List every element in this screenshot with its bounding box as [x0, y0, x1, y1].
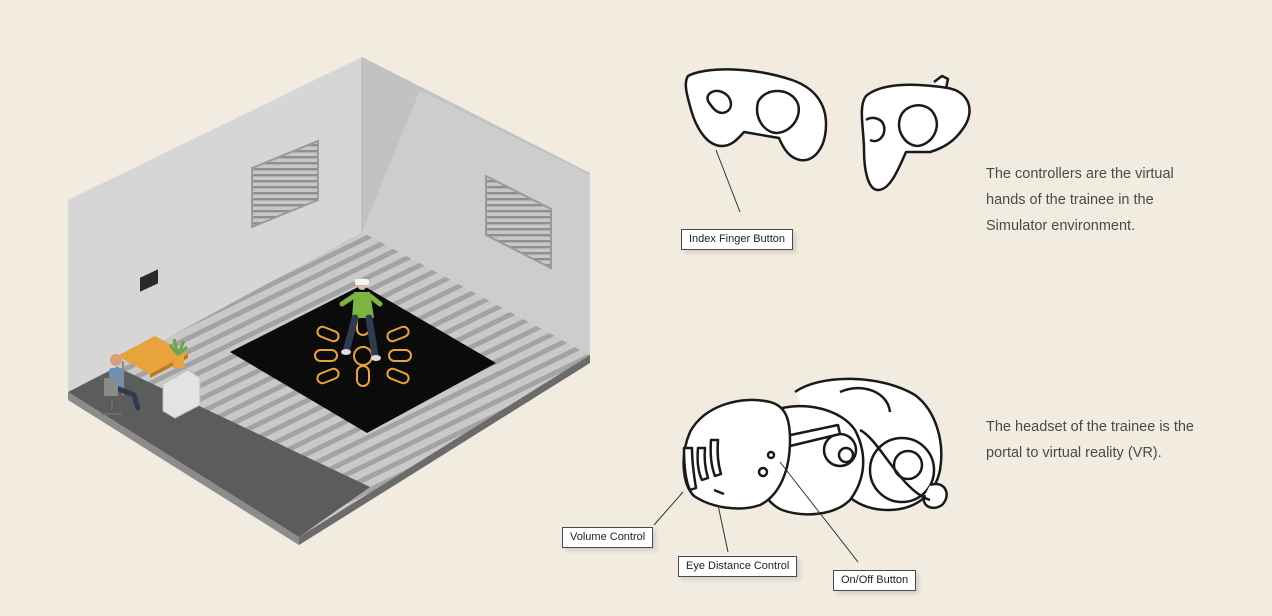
- trainee-figure: [339, 278, 383, 361]
- left-controller: [684, 68, 828, 162]
- play-area: [230, 278, 496, 433]
- window-right: [485, 174, 552, 270]
- index-finger-button-label: Index Finger Button: [681, 229, 794, 250]
- controllers-illustration: [684, 68, 971, 192]
- floor-front-edge-right: [299, 355, 590, 545]
- right-wall: [362, 57, 590, 355]
- controllers-description-line: Simulator environment.: [986, 218, 1136, 234]
- eye-distance-control-label: Eye Distance Control: [678, 556, 798, 577]
- right-controller: [860, 74, 971, 192]
- operator-figure: [102, 354, 141, 415]
- floor-dark-strip: [68, 367, 370, 537]
- isometric-room: [68, 57, 590, 545]
- controllers-description-line: hands of the trainee in the: [986, 192, 1154, 208]
- operator-desk: [102, 269, 201, 419]
- back-wall: [68, 57, 362, 392]
- volume-leader: [653, 491, 684, 526]
- glass-wall: [362, 90, 590, 355]
- controllers-description: The controllers are the virtual hands of…: [986, 161, 1174, 239]
- volume-control-label: Volume Control: [562, 527, 654, 548]
- headset-description: The headset of the trainee is the portal…: [986, 414, 1194, 466]
- headset-illustration: [682, 377, 948, 516]
- floor-front-edge-left: [68, 392, 299, 545]
- index-finger-leader: [715, 149, 741, 213]
- on-off-button-label: On/Off Button: [833, 570, 917, 591]
- eye-distance-leader: [717, 504, 729, 553]
- window-left: [251, 139, 319, 229]
- controllers-description-line: The controllers are the virtual: [986, 166, 1174, 182]
- headset-description-line: portal to virtual reality (VR).: [986, 445, 1162, 461]
- on-off-leader: [779, 461, 859, 563]
- headset-description-line: The headset of the trainee is the: [986, 419, 1194, 435]
